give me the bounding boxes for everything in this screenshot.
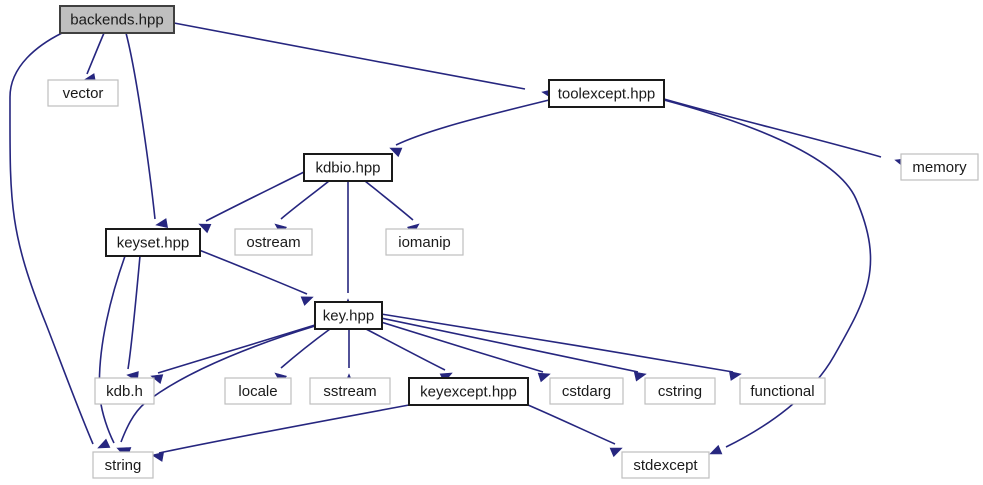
edge-line — [527, 404, 616, 445]
node-box[interactable] — [105, 228, 201, 257]
edge-key-to-sstream — [343, 329, 355, 386]
node-box[interactable] — [408, 377, 529, 406]
node-key[interactable]: key.hpp — [314, 301, 383, 330]
edge-toolexcept-to-kdbio — [389, 99, 550, 158]
arrow-head-icon — [97, 438, 111, 449]
edge-kdbio-to-iomanip — [364, 180, 420, 235]
node-functional[interactable]: functional — [739, 377, 826, 405]
edge-line — [663, 98, 882, 158]
edge-line — [173, 22, 526, 90]
node-box[interactable] — [224, 377, 292, 405]
edge-keyset-to-key — [198, 249, 314, 306]
node-keyset[interactable]: keyset.hpp — [105, 228, 201, 257]
node-box[interactable] — [739, 377, 826, 405]
edge-keyexcept-to-string — [151, 404, 410, 462]
edge-line — [98, 255, 126, 444]
node-kdbio[interactable]: kdbio.hpp — [303, 153, 393, 182]
edge-line — [380, 321, 544, 373]
arrow-head-icon — [300, 296, 314, 306]
edge-line — [205, 171, 305, 222]
node-box[interactable] — [309, 377, 391, 405]
arrow-head-icon — [728, 370, 742, 381]
arrow-head-icon — [151, 451, 165, 462]
node-box[interactable] — [644, 377, 716, 405]
node-box[interactable] — [234, 228, 313, 256]
node-box[interactable] — [314, 301, 383, 330]
edge-backends-to-keyset — [125, 32, 169, 229]
node-locale[interactable]: locale — [224, 377, 292, 405]
node-box[interactable] — [548, 79, 665, 108]
edge-line — [9, 32, 94, 445]
node-cstdarg[interactable]: cstdarg — [549, 377, 624, 405]
node-stdexcept[interactable]: stdexcept — [621, 451, 710, 479]
edge-key-to-cstdarg — [380, 321, 551, 383]
edge-line — [364, 180, 414, 221]
node-box[interactable] — [47, 79, 119, 107]
node-sstream[interactable]: sstream — [309, 377, 391, 405]
edge-line — [86, 32, 105, 75]
edge-line — [157, 324, 316, 374]
edge-line — [198, 249, 308, 295]
node-box[interactable] — [621, 451, 710, 479]
edge-backends-to-toolexcept — [173, 22, 555, 99]
node-kdbh[interactable]: kdb.h — [94, 377, 155, 405]
node-ostream[interactable]: ostream — [234, 228, 313, 256]
node-box[interactable] — [303, 153, 393, 182]
edge-line — [280, 328, 331, 369]
node-cstring[interactable]: cstring — [644, 377, 716, 405]
edge-line — [125, 32, 156, 220]
edge-line — [120, 325, 316, 443]
edge-kdbio-to-key — [342, 181, 354, 311]
arrow-head-icon — [155, 218, 169, 229]
arrow-head-icon — [389, 147, 403, 158]
edge-keyset-to-string — [98, 255, 130, 458]
edge-line — [158, 404, 410, 454]
edge-key-to-keyexcept — [365, 328, 453, 383]
edges-layer — [9, 22, 908, 462]
nodes-layer: backends.hpp vector toolexcept.hpp kdbio.hp… — [47, 5, 979, 479]
edge-key-to-functional — [380, 313, 742, 381]
node-box[interactable] — [92, 451, 154, 479]
edge-keyexcept-to-stdexcept — [527, 404, 623, 458]
arrow-head-icon — [709, 444, 723, 455]
edge-line — [395, 99, 550, 146]
edge-keyset-to-kdbh — [126, 255, 141, 382]
node-keyexcept[interactable]: keyexcept.hpp — [408, 377, 529, 406]
arrow-head-icon — [609, 447, 623, 458]
arrow-head-icon — [633, 371, 647, 382]
edge-line — [127, 255, 141, 370]
arrow-head-icon — [150, 374, 164, 384]
node-iomanip[interactable]: iomanip — [385, 228, 464, 256]
node-string[interactable]: string — [92, 451, 154, 479]
edge-kdbio-to-ostream — [274, 180, 330, 235]
edge-toolexcept-to-memory — [663, 98, 908, 168]
edge-line — [380, 313, 734, 373]
edge-backends-to-vector — [83, 32, 105, 84]
node-vector[interactable]: vector — [47, 79, 119, 107]
edge-key-to-cstring — [380, 317, 647, 382]
edge-backends-to-string — [9, 32, 111, 449]
arrow-head-icon — [537, 372, 551, 383]
edge-line — [280, 180, 330, 220]
edge-key-to-kdbh — [150, 324, 316, 384]
node-toolexcept[interactable]: toolexcept.hpp — [548, 79, 665, 108]
node-box[interactable] — [385, 228, 464, 256]
node-box[interactable] — [59, 5, 175, 34]
node-box[interactable] — [900, 153, 979, 181]
edge-kdbio-to-keyset — [198, 171, 305, 234]
arrow-head-icon — [198, 223, 212, 234]
edge-line — [365, 328, 446, 371]
node-memory[interactable]: memory — [900, 153, 979, 181]
edge-line — [380, 317, 639, 373]
edge-key-to-locale — [274, 328, 331, 384]
node-backends[interactable]: backends.hpp — [59, 5, 175, 34]
node-box[interactable] — [549, 377, 624, 405]
node-box[interactable] — [94, 377, 155, 405]
